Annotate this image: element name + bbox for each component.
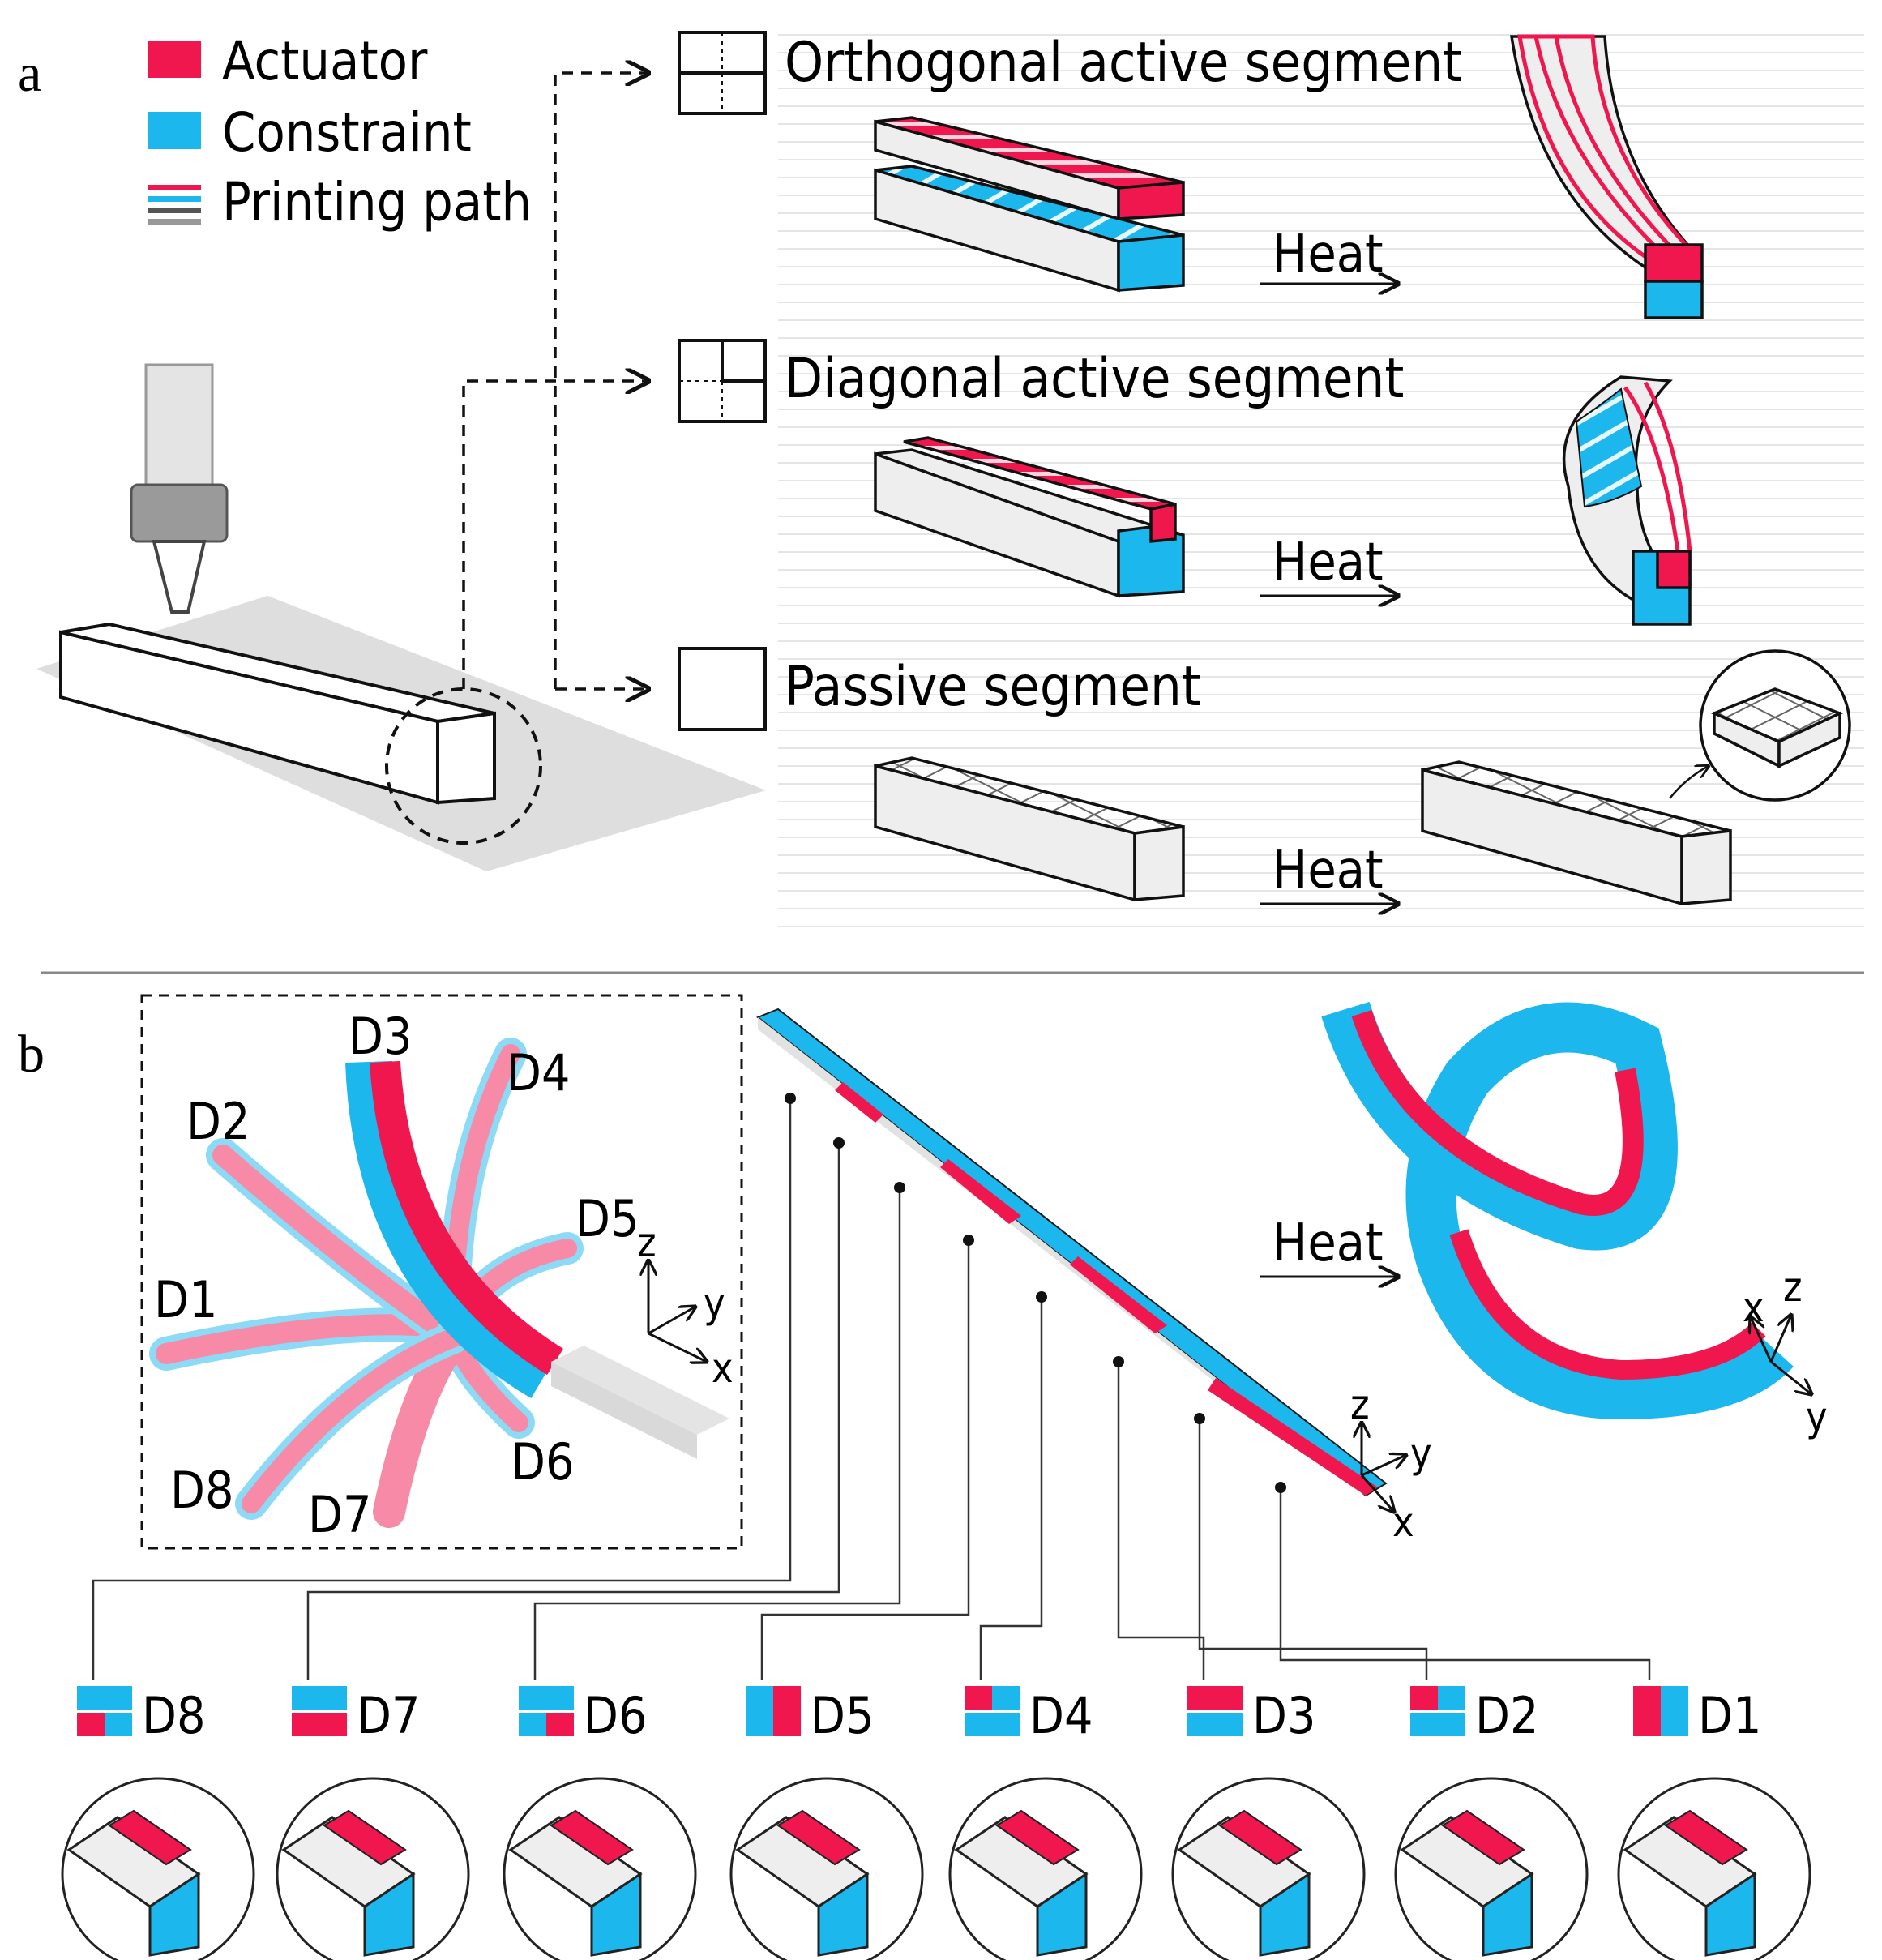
legend-swatch-printing-path [148,185,201,225]
diagonal-segment-after [1562,375,1692,626]
panel-letter-b: b [18,1025,45,1084]
legend-swatch-constraint [148,112,201,149]
svg-text:D7: D7 [308,1485,371,1544]
cross-section-callout [385,687,542,845]
svg-text:Heat: Heat [1272,1213,1384,1273]
print-bed-illustration [36,363,766,871]
section-label: D6 [584,1686,647,1745]
orthogonal-segment-after [1509,34,1704,319]
svg-text:z: z [1783,1264,1803,1311]
inset-axes: z y x [637,1219,734,1392]
passive-segment-after [1421,649,1851,906]
svg-text:z: z [1350,1381,1370,1428]
section-detail-circle [1617,1777,1811,1960]
section-label: D8 [142,1686,205,1745]
nozzle-tip [152,540,207,614]
svg-text:Heat: Heat [1272,533,1384,593]
heat-arrow-b: Heat [1260,1213,1398,1277]
section-detail-circle [948,1777,1143,1960]
svg-text:D8: D8 [170,1461,233,1520]
legend-constraint: Constraint [222,101,472,164]
section-icon [746,1686,801,1736]
section-d8: D8 [61,1686,255,1960]
section-detail-circle [503,1777,697,1960]
section-icon [1410,1686,1465,1736]
curled-beam [1321,1001,1794,1420]
section-icon [519,1686,574,1736]
section-icons [678,31,767,731]
svg-text:D3: D3 [349,1007,412,1066]
section-row: D8 D7 D6 D5 D4 D3 D2 D1 [61,1686,1811,1960]
svg-text:y: y [1806,1393,1828,1440]
fan-labels: D1 D2 D3 D4 D5 D6 D7 D8 [154,1007,639,1544]
printed-beam-end [436,711,496,805]
heat-arrow-diagonal: Heat [1260,533,1398,596]
section-icon [965,1686,1020,1736]
section-label: D3 [1252,1686,1315,1745]
svg-text:z: z [637,1219,657,1266]
section-label: D2 [1475,1686,1538,1745]
heat-arrow-orthogonal: Heat [1260,225,1398,285]
section-label: D5 [811,1686,874,1745]
section-d4: D4 [948,1686,1143,1960]
section-detail-circle [276,1777,470,1960]
section-d2: D2 [1394,1686,1589,1960]
diagonal-segment-before [874,436,1185,598]
svg-text:D5: D5 [575,1189,639,1248]
direction-inset-box [140,994,743,1550]
section-label: D7 [357,1686,420,1745]
diagonal-section-icon [678,339,767,423]
curled-beam-axes: x z y [1743,1264,1828,1440]
segment-title-diagonal: Diagonal active segment [785,347,1404,411]
panel-letter-a: a [18,44,41,103]
section-detail-circle [1394,1777,1589,1960]
programmed-beam [756,1008,1388,1497]
segment-title-passive: Passive segment [785,655,1201,719]
section-d1: D1 [1617,1686,1811,1960]
svg-text:D1: D1 [154,1270,217,1329]
nozzle-collar [130,483,229,543]
legend: Actuator Constraint Printing path [148,30,532,233]
segment-title-orthogonal: Orthogonal active segment [785,31,1462,95]
orthogonal-segment-before [874,116,1185,293]
section-leaders [92,1093,1651,1680]
section-icon [77,1686,132,1736]
section-d5: D5 [729,1686,924,1960]
legend-printing-path: Printing path [222,171,532,233]
section-icon [1187,1686,1243,1736]
passive-segment-before [874,756,1185,902]
svg-text:y: y [704,1280,725,1327]
legend-actuator: Actuator [222,30,428,92]
orthogonal-section-icon [678,31,767,115]
beam-axes: z y x [1350,1381,1432,1546]
callout-connectors [462,73,648,689]
svg-text:y: y [1410,1430,1432,1477]
section-d6: D6 [503,1686,697,1960]
svg-text:Heat: Heat [1272,225,1384,285]
svg-text:D4: D4 [507,1043,570,1102]
section-label: D1 [1698,1686,1761,1745]
svg-text:x: x [712,1345,734,1392]
passive-section-icon [678,647,767,731]
svg-text:x: x [1392,1499,1414,1546]
svg-text:D2: D2 [186,1092,250,1151]
nozzle-barrel [144,363,214,496]
section-detail-circle [729,1777,924,1960]
svg-text:x: x [1743,1284,1764,1331]
section-detail-circle [61,1777,255,1960]
section-detail-circle [1171,1777,1366,1960]
section-label: D4 [1029,1686,1093,1745]
svg-text:D6: D6 [511,1432,574,1491]
section-d3: D3 [1171,1686,1366,1960]
heat-arrow-passive: Heat [1260,841,1398,904]
svg-text:Heat: Heat [1272,841,1384,901]
bending-direction-fan [149,1038,729,1528]
section-d7: D7 [276,1686,470,1960]
section-icon [292,1686,347,1736]
legend-swatch-actuator [148,41,201,78]
section-icon [1633,1686,1688,1736]
